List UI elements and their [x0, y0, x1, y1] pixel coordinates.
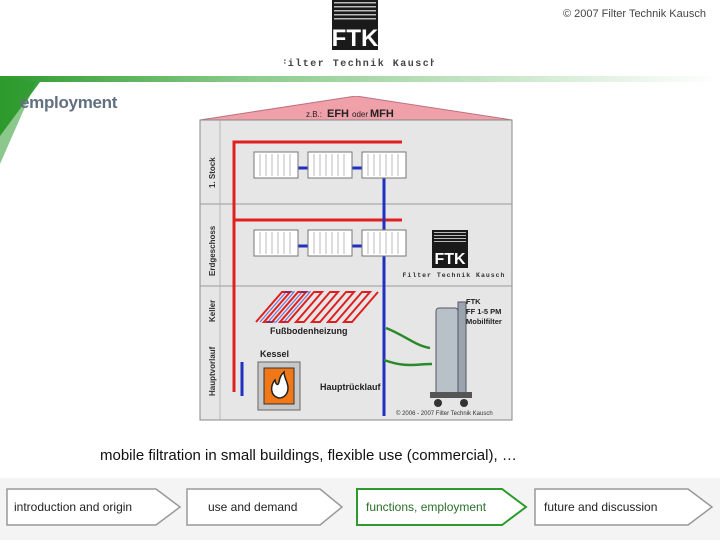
- radiators-ground-floor: [253, 229, 407, 257]
- boiler: Kessel: [257, 349, 301, 411]
- inner-ftk-logo: FTK Filter Technik Kausch: [403, 230, 506, 279]
- nav-label-introduction: introduction and origin: [14, 500, 133, 514]
- heating-system-diagram: z.B.: EFH oder MFH 1. Stock Erdgeschoss …: [196, 95, 516, 424]
- nav-label-future: future and discussion: [544, 500, 658, 514]
- roof-prefix: z.B.:: [306, 110, 322, 119]
- filter-label-1: FTK: [466, 297, 481, 306]
- label-hauptvorlauf: Hauptvorlauf: [208, 346, 217, 396]
- return-label: Hauptrücklauf: [320, 382, 382, 392]
- nav-arrow-shape: [186, 488, 344, 526]
- page-heading: employment: [20, 93, 118, 112]
- copyright-text: © 2007 Filter Technik Kausch: [562, 8, 706, 20]
- boiler-label: Kessel: [260, 349, 289, 359]
- filter-label-3: Mobilfilter: [466, 317, 502, 326]
- nav-label-functions: functions, employment: [366, 500, 487, 514]
- underfloor-heating: Fußbodenheizung: [255, 291, 379, 336]
- inner-logo-wordmark: Filter Technik Kausch: [403, 272, 506, 279]
- inner-copyright: © 2006 - 2007 Filter Technik Kausch: [396, 410, 493, 417]
- nav-label-use-demand: use and demand: [208, 500, 298, 514]
- nav-use-demand[interactable]: use and demand: [186, 488, 344, 526]
- radiators-first-floor: [253, 151, 407, 179]
- logo-wordmark: Filter Technik Kausch: [284, 58, 434, 70]
- nav-future-discussion[interactable]: future and discussion: [534, 488, 714, 526]
- label-erdgeschoss: Erdgeschoss: [208, 225, 217, 276]
- nav-arrow-shape: [6, 488, 182, 526]
- underfloor-label: Fußbodenheizung: [270, 326, 347, 336]
- mobile-filter-unit: FTK FF 1-5 PM Mobilfilter: [383, 297, 502, 407]
- label-keller: Keller: [208, 300, 217, 322]
- roof-efh: EFH: [327, 108, 349, 120]
- header-band: [0, 76, 720, 164]
- roof-mfh: MFH: [370, 108, 394, 120]
- nav-arrow-shape: [534, 488, 714, 526]
- inner-logo-letters: FTK: [434, 251, 466, 268]
- label-1-stock: 1. Stock: [208, 157, 217, 188]
- roof-oder: oder: [352, 110, 368, 119]
- nav-introduction[interactable]: introduction and origin: [6, 488, 182, 526]
- nav-functions-employment[interactable]: functions, employment: [356, 488, 528, 526]
- nav-arrow-shape: [356, 488, 528, 526]
- caption: mobile filtration in small buildings, fl…: [100, 447, 517, 464]
- logo-letters: FTK: [332, 25, 379, 52]
- filter-label-2: FF 1-5 PM: [466, 307, 501, 316]
- ftk-logo: FTK Filter Technik Kausch: [280, 0, 436, 72]
